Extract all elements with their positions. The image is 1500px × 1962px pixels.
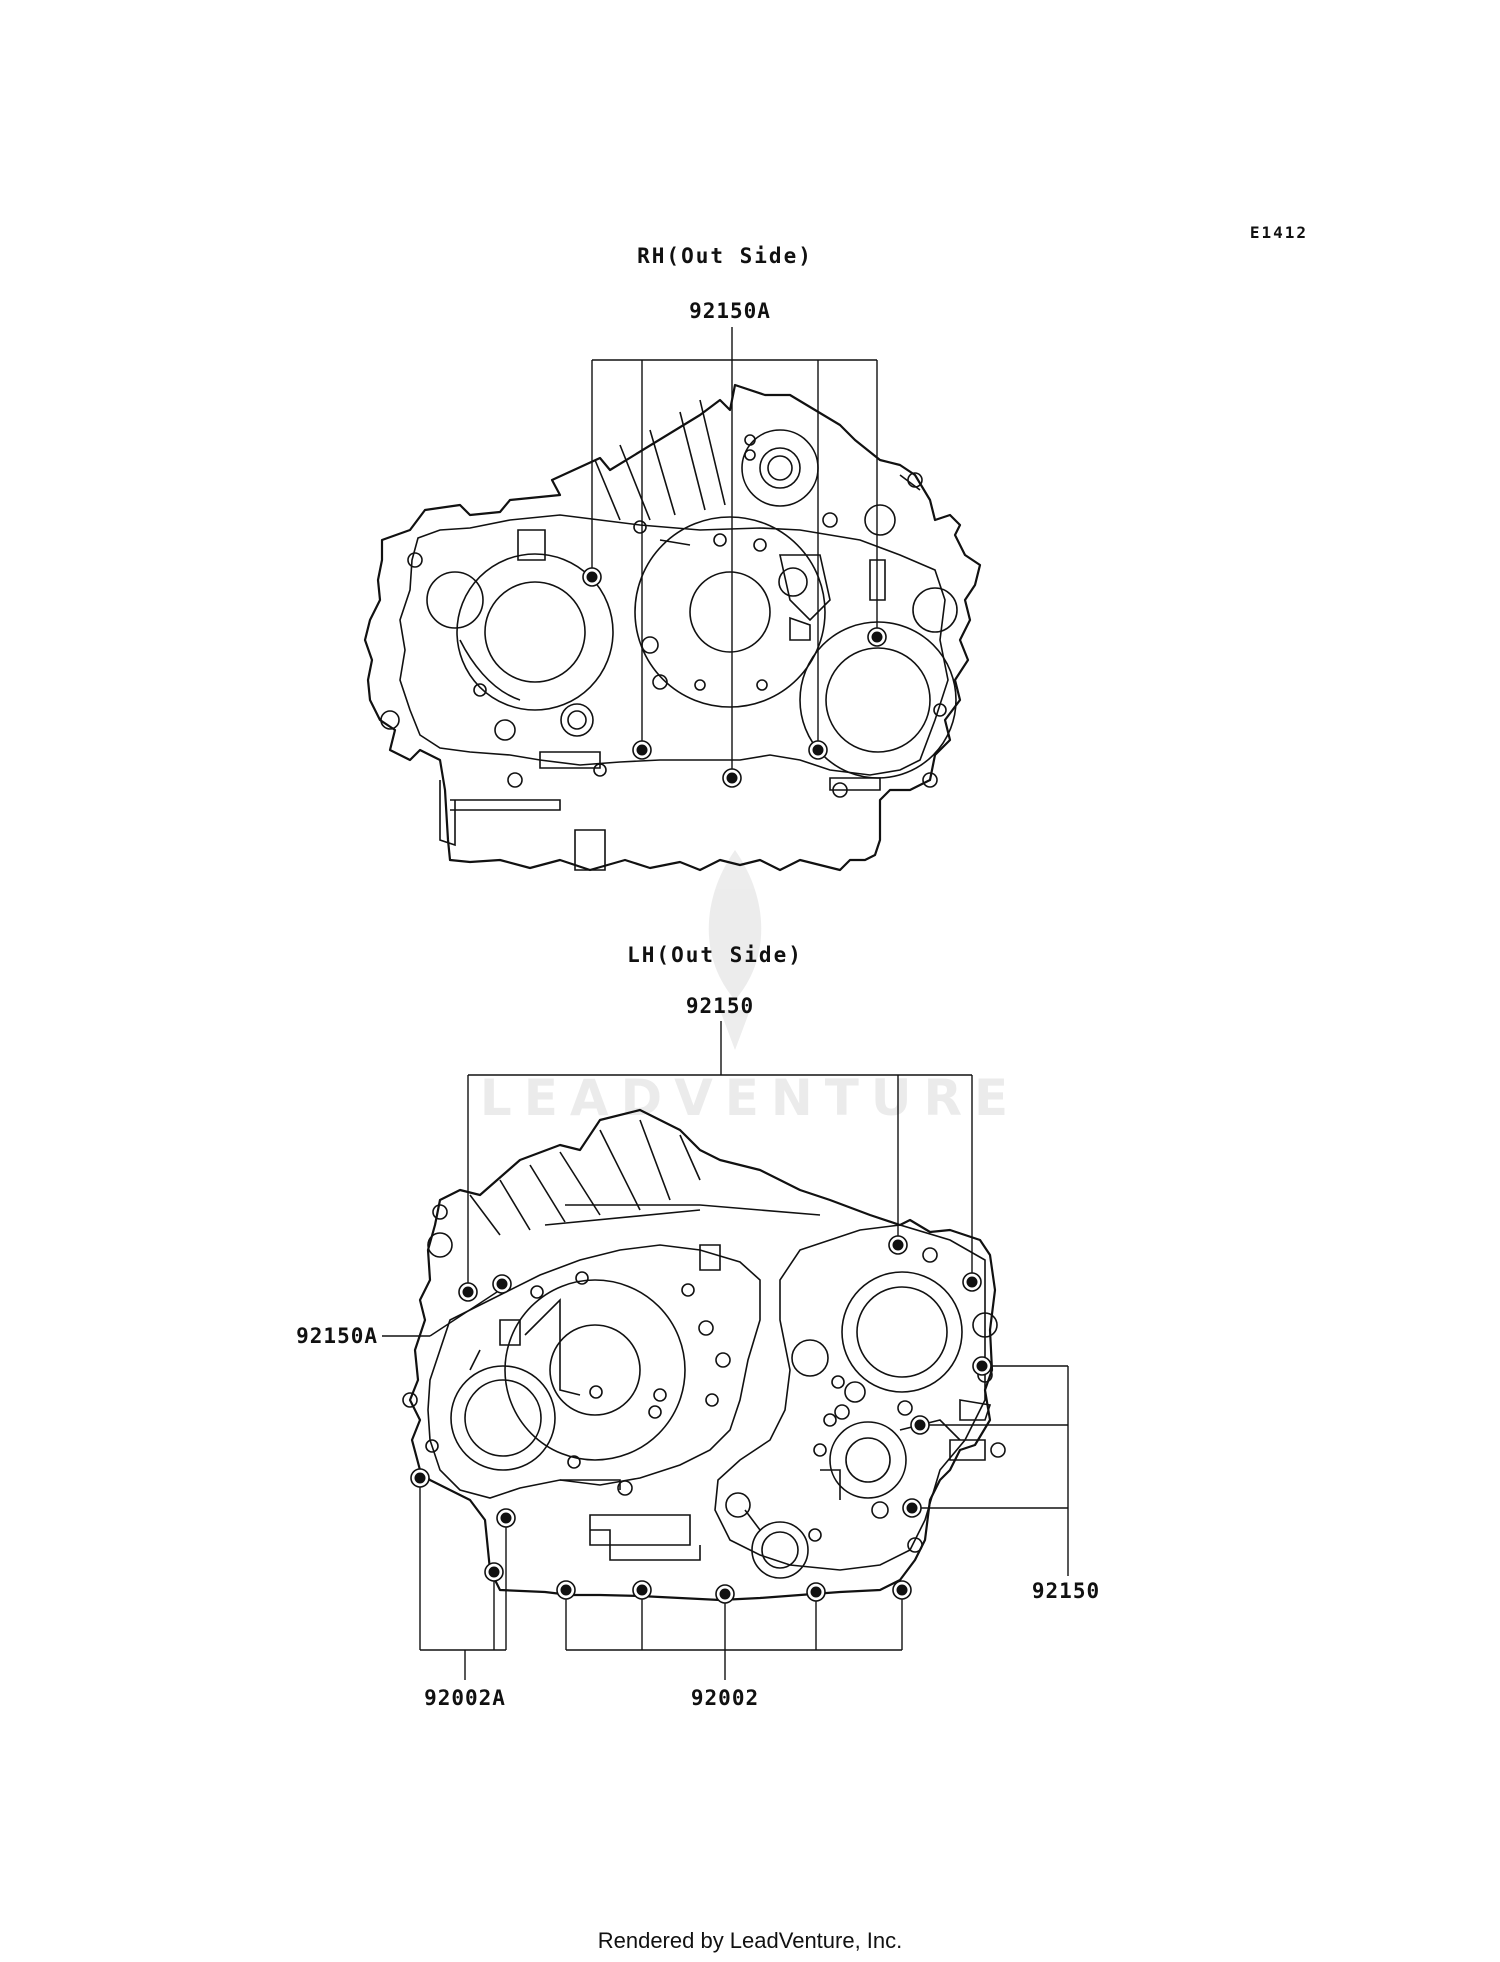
rh-crankcase-drawing: [363, 383, 982, 872]
rh-leader-lines: [591, 327, 878, 778]
rh-callout-top[interactable]: 92150A: [689, 299, 771, 323]
watermark-text: LEADVENTURE: [480, 1069, 1020, 1127]
footer-credit: Rendered by LeadVenture, Inc.: [598, 1928, 903, 1953]
lh-callout-right[interactable]: 92150: [1032, 1579, 1100, 1603]
lh-callout-bottom-center[interactable]: 92002: [691, 1686, 759, 1710]
rh-view-title: RH(Out Side): [637, 244, 813, 268]
lh-view: LH(Out Side) 92150 92150A 92150 92002A 9…: [296, 943, 1100, 1710]
diagram-code: E1412: [1250, 223, 1308, 242]
lh-callout-bottom-left[interactable]: 92002A: [424, 1686, 506, 1710]
lh-bolt-markers: [410, 1235, 992, 1604]
lh-view-title: LH(Out Side): [627, 943, 803, 967]
leadventure-logo-icon: [708, 850, 762, 1050]
lh-callout-left[interactable]: 92150A: [296, 1324, 378, 1348]
rh-bolt-markers: [582, 567, 887, 788]
lh-callout-top[interactable]: 92150: [686, 994, 754, 1018]
rh-view: RH(Out Side) 92150A: [363, 244, 982, 872]
lh-crankcase-drawing: [402, 1108, 1006, 1602]
watermark: LEADVENTURE: [480, 850, 1020, 1127]
